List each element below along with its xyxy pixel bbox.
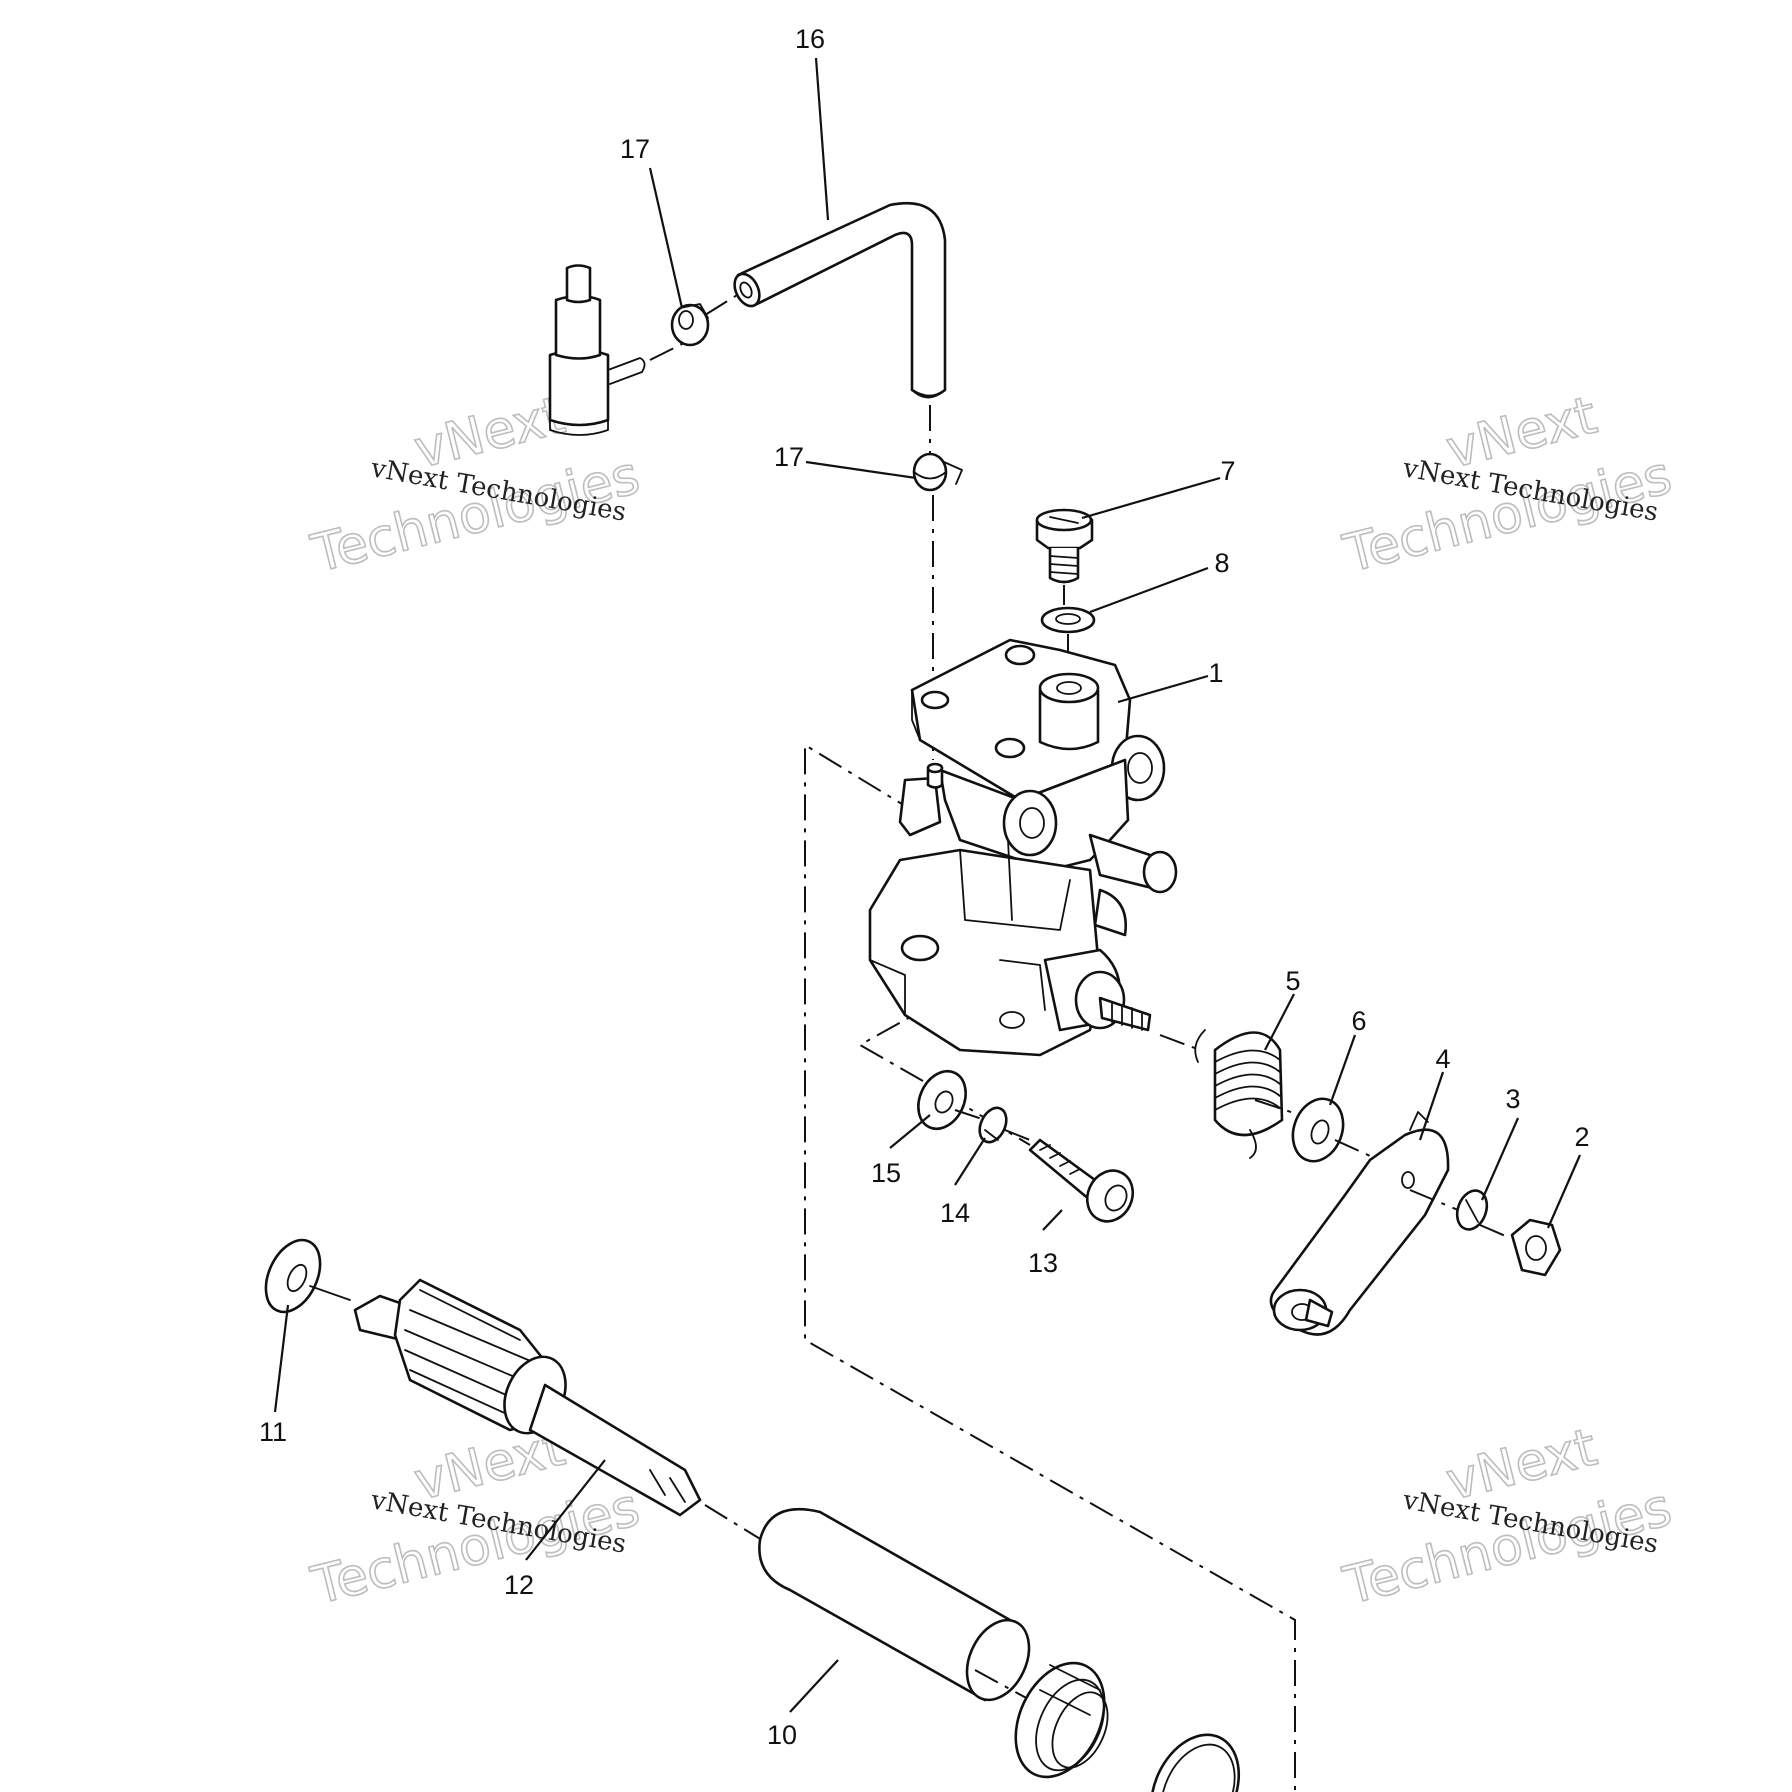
- assembly-outline: [804, 743, 1296, 1792]
- callout-5: 5: [1285, 966, 1300, 996]
- hose-clamp-upper: [670, 291, 743, 347]
- oil-hose: [733, 201, 947, 455]
- callout-16: 16: [795, 24, 825, 54]
- callout-4: 4: [1435, 1044, 1450, 1074]
- spring-lock-washer: [978, 1106, 1031, 1144]
- watermark-top-right: vNext Technologies vNext Technologies: [1337, 385, 1678, 586]
- callout-17-upper: 17: [620, 134, 650, 164]
- lock-washer: [1455, 1189, 1511, 1239]
- return-spring: [1194, 1029, 1301, 1159]
- leader-lines: [273, 57, 1582, 1713]
- callout-numbers: 16 17 17 7 8 1 5 6 4 3 2 15 14 13 11 12 …: [259, 24, 1590, 1750]
- callout-10: 10: [767, 1720, 797, 1750]
- drive-shaft-gear: [353, 1278, 771, 1546]
- o-ring: [1149, 1733, 1241, 1792]
- sealing-washer: [1040, 606, 1096, 668]
- callout-14: 14: [940, 1198, 970, 1228]
- callout-12: 12: [504, 1570, 534, 1600]
- callout-7: 7: [1220, 456, 1235, 486]
- oil-seal: [1014, 1661, 1109, 1779]
- callout-11: 11: [259, 1417, 287, 1447]
- banjo-bolt: [1035, 508, 1094, 605]
- watermark-bottom-right: vNext Technologies vNext Technologies: [1337, 1417, 1678, 1618]
- mounting-screw: [1028, 1138, 1135, 1223]
- hose-connector-part: [548, 264, 691, 436]
- callout-3: 3: [1505, 1084, 1520, 1114]
- callout-17-lower: 17: [774, 442, 804, 472]
- pump-control-lever: [1269, 1111, 1471, 1336]
- callout-6: 6: [1351, 1006, 1366, 1036]
- callout-2: 2: [1574, 1122, 1589, 1152]
- flat-washer: [917, 1069, 986, 1131]
- callout-13: 13: [1028, 1248, 1058, 1278]
- drive-sleeve: [758, 1507, 1031, 1702]
- callout-8: 8: [1214, 548, 1229, 578]
- callout-15: 15: [871, 1158, 901, 1188]
- oil-pump-body: [868, 638, 1201, 1057]
- thrust-washer: [264, 1238, 351, 1314]
- hex-nut: [1510, 1218, 1562, 1277]
- callout-1: 1: [1208, 658, 1223, 688]
